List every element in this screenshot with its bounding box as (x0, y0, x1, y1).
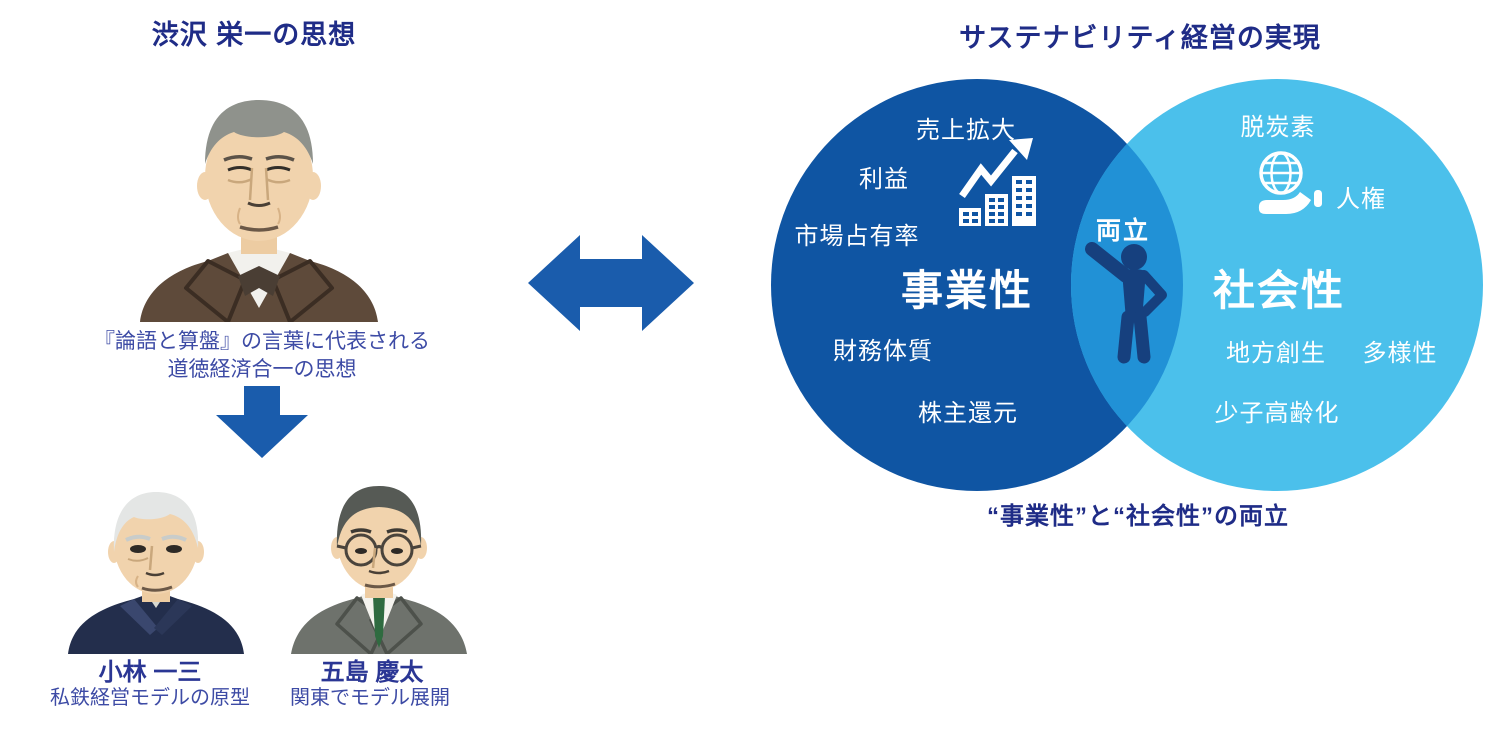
social-circle (1071, 79, 1483, 491)
venn-item-human-rights: 人権 (1336, 186, 1386, 213)
venn-item-regional-revitalization: 地方創生 (1226, 340, 1326, 367)
globe-in-hand-icon (1258, 151, 1322, 214)
left-panel-title: 渋沢 栄一の思想 (151, 20, 357, 50)
shibusawa-eiichi-portrait (140, 100, 378, 322)
growth-chart-icon (959, 138, 1036, 226)
venn-item-decarbonization: 脱炭素 (1240, 114, 1316, 141)
business-circle-label: 事業性 (900, 267, 1034, 314)
venn-caption: “事業性”と“社会性”の両立 (987, 503, 1289, 530)
goto-keita-portrait (291, 486, 467, 654)
venn-item-sales-growth: 売上拡大 (916, 117, 1016, 144)
venn-item-aging-society: 少子高齢化 (1214, 400, 1340, 427)
overlap-label: 両立 (1095, 217, 1151, 245)
kobayashi-ichizo-portrait (68, 492, 244, 654)
successor-desc-goto: 関東でモデル展開 (290, 687, 450, 709)
successor-name-goto: 五島 慶太 (320, 659, 424, 686)
venn-diagram (771, 79, 1483, 491)
down-arrow-icon (216, 386, 308, 458)
venn-item-diversity: 多様性 (1362, 340, 1438, 367)
right-panel-title: サステナビリティ経営の実現 (959, 23, 1321, 53)
successor-name-kobayashi: 小林 一三 (98, 659, 202, 686)
philosophy-line-1: 『論語と算盤』の言葉に代表される (94, 330, 430, 353)
venn-item-shareholder-return: 株主還元 (918, 400, 1018, 427)
double-headed-arrow-icon (528, 235, 694, 331)
business-circle (771, 79, 1183, 491)
venn-item-financial-health: 財務体質 (833, 338, 933, 365)
venn-item-market-share: 市場占有率 (794, 223, 920, 250)
successor-desc-kobayashi: 私鉄経営モデルの原型 (50, 687, 250, 709)
standing-person-icon (1085, 242, 1167, 364)
social-circle-label: 社会性 (1212, 267, 1346, 314)
philosophy-line-2: 道徳経済合一の思想 (167, 358, 357, 381)
venn-item-profit: 利益 (859, 166, 909, 193)
